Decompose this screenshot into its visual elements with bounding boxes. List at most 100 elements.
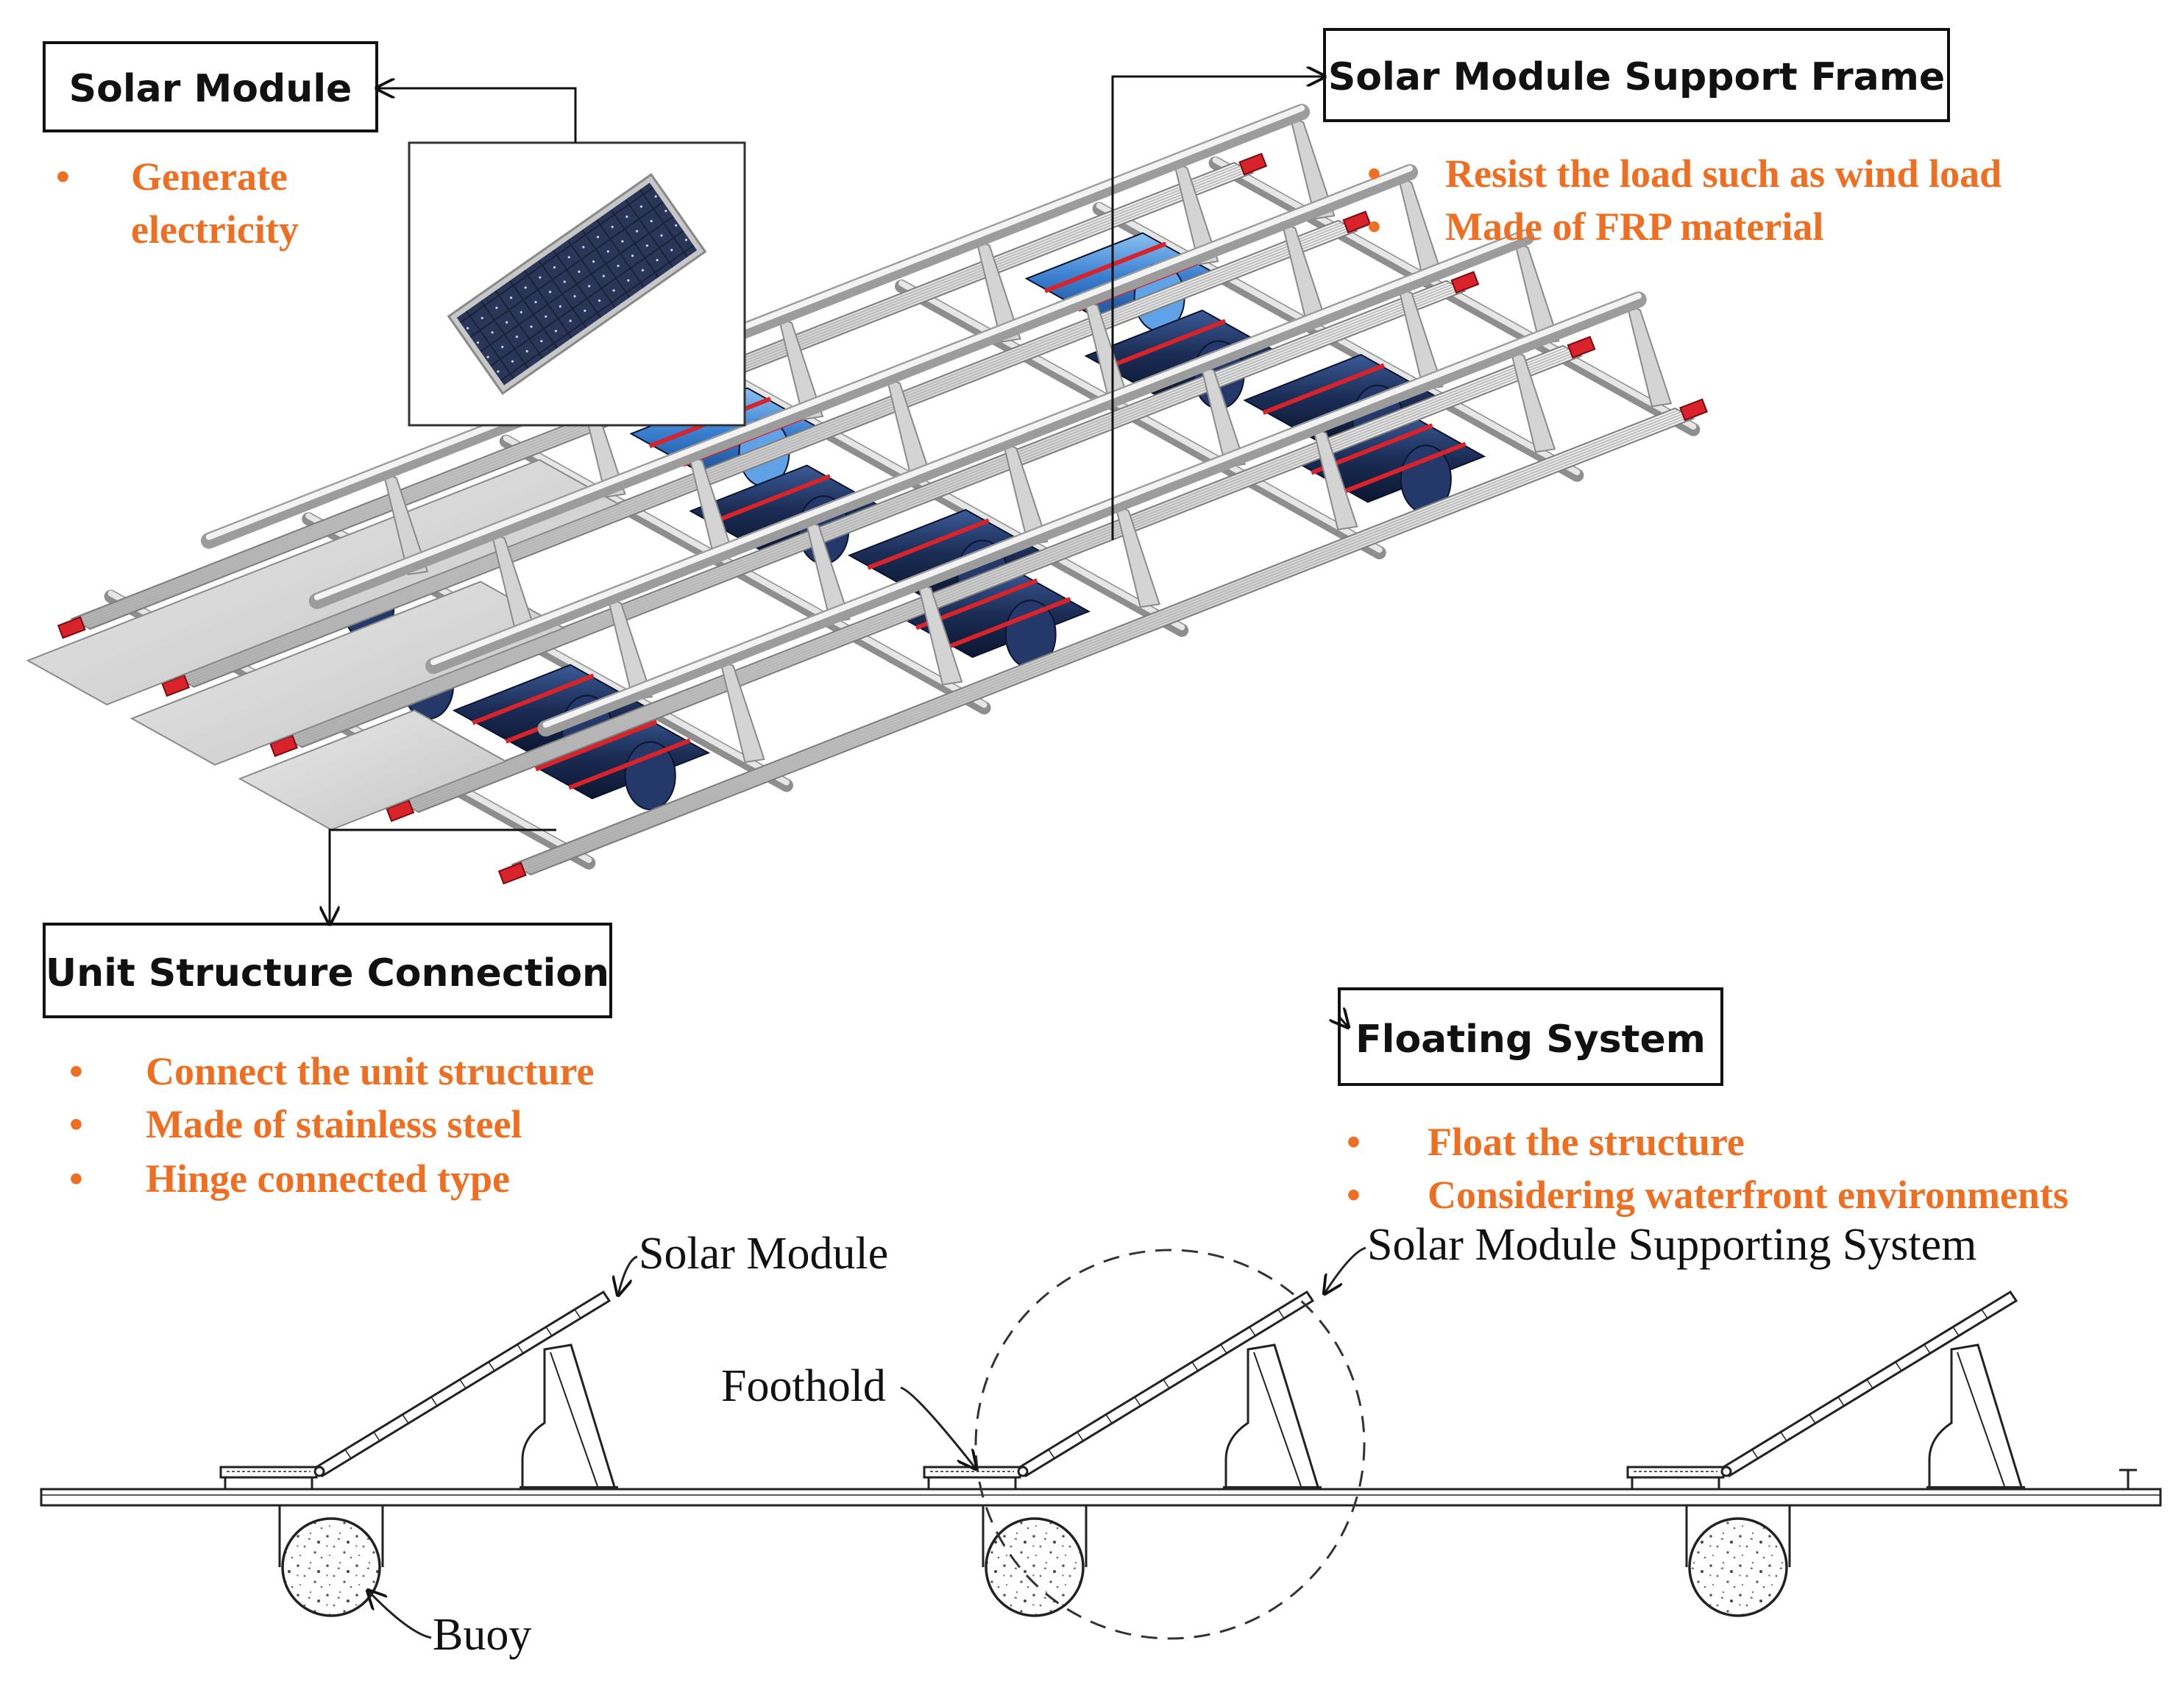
- longitudinal-walkway: [269, 271, 1480, 758]
- support-bracket: [1288, 115, 1336, 220]
- panel-cell-division: [574, 1309, 581, 1319]
- panel-cell-division: [1780, 1431, 1787, 1441]
- support-frame-leader: [1111, 77, 1325, 540]
- buoy-strap: [982, 1505, 1088, 1567]
- bullet-text: Made of stainless steel: [146, 1102, 522, 1146]
- buoy-float: [281, 1517, 381, 1617]
- walkway-rib: [190, 228, 1354, 686]
- support-rail: [308, 164, 1418, 609]
- side-label-supporting-system-leader: [1325, 1246, 1366, 1293]
- hinge-connector: [1450, 271, 1480, 294]
- support-bracket: [975, 238, 1021, 343]
- side-elevation-view: Solar Module Solar Module Supporting Sys…: [40, 1220, 2162, 1660]
- deck-platform: [238, 709, 508, 831]
- support-bracket: [916, 581, 963, 686]
- solar-module-thumbnail: [447, 173, 707, 395]
- pontoon-strap: [472, 673, 595, 725]
- panel-cell-division: [1751, 1449, 1759, 1459]
- solar-module-title: Solar Module: [69, 67, 352, 111]
- walkway-rib: [524, 414, 1688, 872]
- bullet-dot: •: [56, 155, 70, 199]
- panel-cell-division: [1895, 1361, 1902, 1371]
- panel-cell-division: [373, 1431, 380, 1441]
- support-frame-title-box: [1323, 28, 1950, 122]
- walkway-rib: [409, 350, 1573, 808]
- walkway-rib: [295, 287, 1459, 745]
- bracket-inner-line: [1957, 1352, 2005, 1487]
- panel-cell-division: [1105, 1414, 1113, 1424]
- foothold-plate: [1626, 1466, 1725, 1479]
- support-rail: [425, 229, 1535, 674]
- panel-cell-division: [1924, 1343, 1931, 1354]
- detail-circle: [974, 1249, 1366, 1640]
- bracket-inner-line: [1253, 1352, 1302, 1487]
- pontoon-strap: [1344, 441, 1467, 494]
- support-bracket: [1625, 302, 1673, 408]
- deck-beam: [40, 1488, 2162, 1507]
- solar-module-leader: [377, 88, 577, 143]
- walkway-rib: [286, 282, 1450, 739]
- support-frame-bullet-1: • Resist the load such as wind load: [1367, 152, 2002, 196]
- walkway-rib: [403, 347, 1567, 805]
- pontoon-strap: [708, 474, 832, 526]
- deck-platform: [26, 458, 620, 706]
- solar-module-callout: Solar Module • Generate electricity: [43, 41, 746, 427]
- side-label-buoy: Buoy: [433, 1610, 531, 1660]
- support-bracket: [1311, 426, 1358, 530]
- bullet-text: Connect the unit structure: [146, 1049, 594, 1093]
- floating-system-title-box: [1338, 987, 1723, 1086]
- panel-cell-division: [344, 1449, 352, 1459]
- panel-cell-division: [459, 1379, 467, 1389]
- pontoon-strap: [535, 720, 658, 772]
- foothold-plate: [923, 1466, 1021, 1479]
- unit-connection-bullet-1: • Connect the unit structure: [69, 1049, 594, 1093]
- side-label-solar-module: Solar Module: [639, 1229, 888, 1279]
- hinge-connector: [1679, 398, 1708, 422]
- module-support-frame: [308, 164, 1444, 636]
- panel-cell-division: [1952, 1327, 1960, 1337]
- walkway-rib: [518, 411, 1682, 869]
- panel-hinge: [1720, 1466, 1732, 1477]
- floating-system-title: Floating System: [1355, 1018, 1706, 1062]
- pontoon: [515, 710, 711, 811]
- support-bracket: [1172, 160, 1219, 266]
- unit-connection-title-box: [43, 923, 612, 1018]
- panel-cell-division: [517, 1343, 524, 1354]
- unit-connection-leader: [330, 828, 556, 924]
- bullet-text: Considering waterfront environments: [1428, 1173, 2068, 1217]
- walkway-rib: [187, 227, 1351, 684]
- deck-platform: [130, 581, 566, 766]
- bullet-dot: •: [1367, 152, 1381, 196]
- panel-cell-division: [1809, 1414, 1816, 1424]
- end-post: [2119, 1469, 2137, 1491]
- deck-surface: [238, 709, 508, 831]
- support-frame-bullet-2: • Made of FRP material: [1367, 205, 1823, 249]
- support-rail: [200, 104, 1311, 549]
- support-bracket: [1509, 348, 1556, 453]
- rear-support-bracket: [1224, 1343, 1321, 1491]
- longitudinal-walkway: [161, 210, 1372, 697]
- support-frame-title: Solar Module Support Frame: [1328, 55, 1945, 99]
- side-label-supporting-system: Solar Module Supporting System: [1367, 1220, 1976, 1270]
- panel-cell-division: [402, 1414, 409, 1424]
- deck-surface: [26, 458, 620, 706]
- module-support-frame: [537, 291, 1673, 764]
- side-units: [219, 1290, 2025, 1617]
- bullet-text: Generate: [131, 155, 288, 199]
- walkway-rib: [292, 285, 1456, 743]
- bullet-dot: •: [69, 1157, 83, 1201]
- bullet-text: Made of FRP material: [1445, 205, 1823, 249]
- buoy-strap: [278, 1505, 384, 1567]
- deck-surface: [130, 581, 566, 766]
- panel-cell-division: [1837, 1396, 1845, 1407]
- solar-module-title-box: [43, 41, 378, 132]
- rear-support-bracket: [521, 1343, 617, 1491]
- panel-hinge: [313, 1466, 325, 1477]
- walkway-rib: [179, 221, 1342, 680]
- buoy-float: [985, 1517, 1085, 1617]
- walkway-rib: [182, 223, 1345, 681]
- walkway-rib: [412, 352, 1575, 809]
- panel-cell-division: [1048, 1449, 1055, 1459]
- bullet-text: Hinge connected type: [146, 1157, 510, 1201]
